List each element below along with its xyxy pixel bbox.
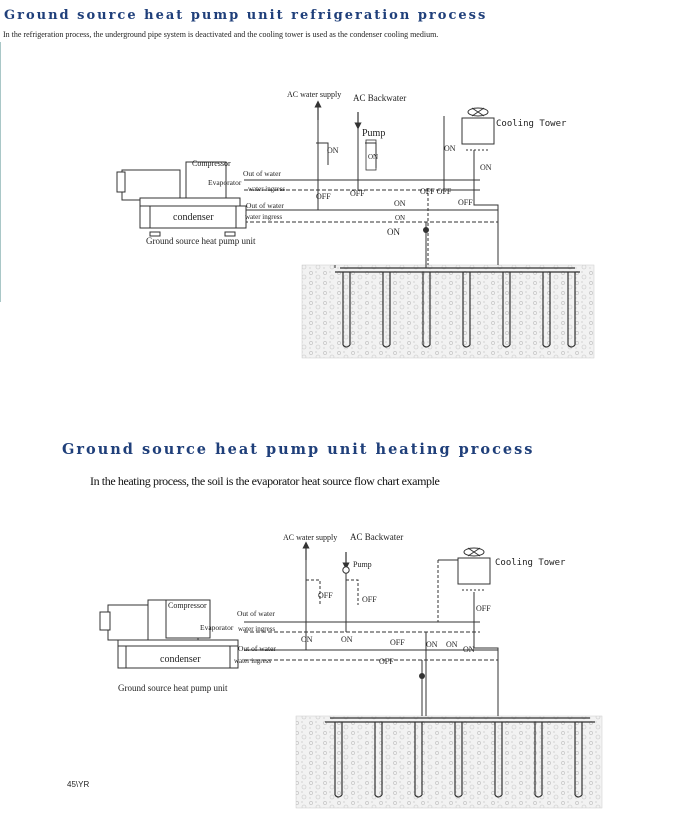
heat-pump-unit (99, 599, 239, 669)
page-footer: 45\YR (67, 780, 90, 789)
refrigeration-title: Ground source heat pump unit refrigerati… (4, 8, 488, 23)
cooling-tower-icon (461, 107, 495, 151)
water-ingress-1-label: water ingress (238, 625, 275, 633)
condenser-label: condenser (160, 654, 201, 665)
valve-label: ON (387, 227, 400, 237)
valve-label: ON (327, 146, 339, 155)
valve-label: ON (480, 163, 492, 172)
heating-piping (244, 545, 499, 716)
valve-label: OFF (458, 198, 473, 207)
evaporator-label: Evaporator (208, 178, 242, 187)
water-ingress-2-label: water ingress (245, 213, 282, 221)
ac-backwater-label: AC Backwater (350, 532, 403, 542)
heating-subtitle: In the heating process, the soil is the … (90, 474, 440, 488)
valve-label: OFF (390, 638, 405, 647)
unit-caption: Ground source heat pump unit (118, 683, 228, 693)
valve-label: ON (301, 635, 313, 644)
condenser-label: condenser (173, 212, 214, 223)
ac-water-supply-label: AC water supply (287, 90, 341, 99)
valve-label: ON (395, 214, 405, 222)
valve-label: ON (463, 645, 475, 654)
water-ingress-1-label: water ingress (248, 185, 285, 193)
compressor-label: Compressor (192, 159, 231, 168)
borehole-loops (335, 267, 580, 348)
valve-label: ON (426, 640, 438, 649)
pump-label: Pump (353, 560, 372, 569)
ground-field (295, 715, 603, 809)
ac-water-supply-label: AC water supply (283, 533, 337, 542)
valve-label: OFF (379, 657, 394, 666)
ac-backwater-label: AC Backwater (353, 93, 406, 103)
refrigeration-piping (244, 104, 499, 268)
cooling-tower-label: Cooling Tower (495, 558, 566, 568)
valve-label: ON (341, 635, 353, 644)
heating-diagram: AC water supply AC Backwater Pump Coolin… (99, 532, 603, 809)
valve-label: OFF (476, 604, 491, 613)
out-of-water-1-label: Out of water (243, 169, 281, 178)
out-of-water-1-label: Out of water (237, 609, 275, 618)
valve-label: ON (394, 199, 406, 208)
compressor-label: Compressor (168, 601, 207, 610)
valve-label: OFF (318, 591, 333, 600)
valve-label: OFF OFF (420, 187, 452, 196)
refrigeration-subtitle: In the refrigeration process, the underg… (3, 30, 439, 39)
valve-label: OFF (362, 595, 377, 604)
evaporator-label: Evaporator (200, 623, 234, 632)
out-of-water-2-label: Out of water (246, 201, 284, 210)
valve-label: ON (444, 144, 456, 153)
heating-title: Ground source heat pump unit heating pro… (62, 441, 535, 458)
refrigeration-diagram: AC water supply AC Backwater Pump Coolin… (116, 90, 595, 359)
water-ingress-2-label: water ingress (234, 657, 271, 665)
pump-box (365, 139, 377, 171)
pump-icon (423, 227, 429, 233)
pump-icon (419, 673, 425, 679)
valve-label: OFF (350, 189, 365, 198)
ground-field (301, 264, 595, 359)
cooling-tower-label: Cooling Tower (496, 119, 567, 129)
valve-label: ON (368, 153, 378, 161)
borehole-loops (325, 717, 595, 798)
heat-pump-unit (116, 161, 247, 237)
valve-label: OFF (316, 192, 331, 201)
pump-icon (342, 566, 350, 574)
unit-caption: Ground source heat pump unit (146, 236, 256, 246)
left-margin-line (0, 42, 1, 302)
valve-label: ON (446, 640, 458, 649)
cooling-tower-icon (457, 547, 491, 591)
pump-label: Pump (362, 128, 385, 139)
out-of-water-2-label: Out of water (238, 644, 276, 653)
